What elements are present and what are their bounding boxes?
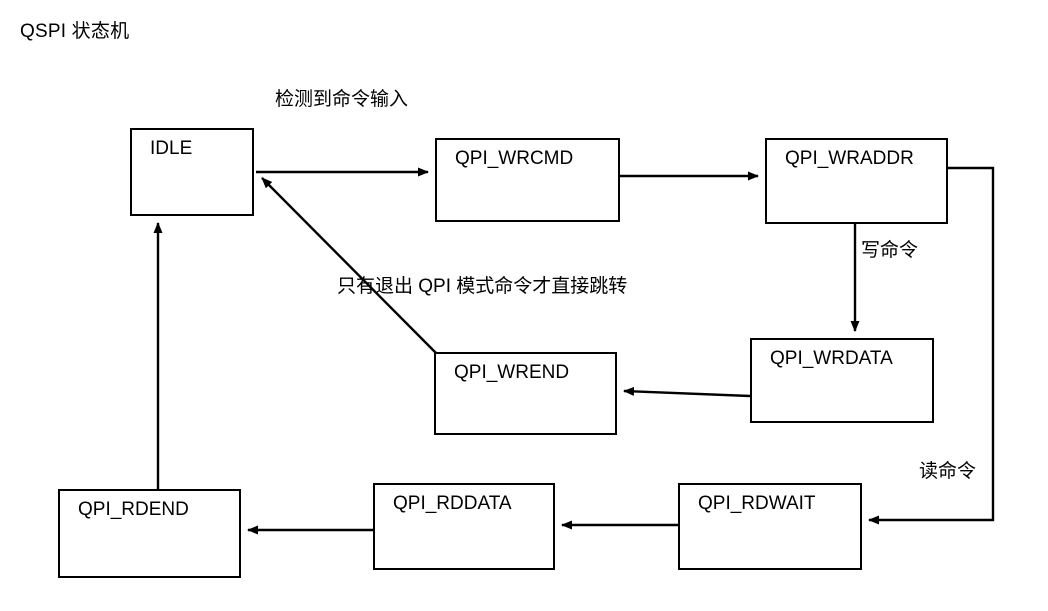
state-box-qpi-wrcmd[interactable]: QPI_WRCMD bbox=[435, 138, 620, 222]
state-label-qpi-wrend: QPI_WREND bbox=[454, 362, 570, 383]
state-box-qpi-rdend[interactable]: QPI_RDEND bbox=[58, 489, 241, 578]
state-label-qpi-wraddr: QPI_WRADDR bbox=[785, 148, 914, 169]
edge-label-detect-command-input: 检测到命令输入 bbox=[275, 89, 409, 110]
state-label-qpi-rddata: QPI_RDDATA bbox=[393, 493, 512, 514]
state-box-qpi-wrdata[interactable]: QPI_WRDATA bbox=[750, 338, 934, 423]
state-box-qpi-rdwait[interactable]: QPI_RDWAIT bbox=[678, 483, 862, 570]
edge-label-exit-qpi-note: 只有退出 QPI 模式命令才直接跳转 bbox=[337, 276, 628, 297]
edge-label-write-command: 写命令 bbox=[861, 240, 919, 261]
state-label-qpi-wrdata: QPI_WRDATA bbox=[770, 348, 893, 369]
state-label-qpi-rdend: QPI_RDEND bbox=[78, 499, 189, 520]
state-label-qpi-wrcmd: QPI_WRCMD bbox=[455, 148, 574, 169]
edge-label-read-command: 读命令 bbox=[919, 461, 977, 482]
state-box-qpi-rddata[interactable]: QPI_RDDATA bbox=[373, 483, 555, 570]
state-box-qpi-wraddr[interactable]: QPI_WRADDR bbox=[765, 138, 948, 224]
transition-wrdata-to-wrend bbox=[623, 386, 751, 398]
page-title: QSPI 状态机 bbox=[20, 21, 130, 42]
state-box-idle[interactable]: IDLE bbox=[130, 128, 254, 216]
state-box-qpi-wrend[interactable]: QPI_WREND bbox=[434, 352, 617, 435]
state-label-qpi-rdwait: QPI_RDWAIT bbox=[698, 493, 816, 514]
state-label-idle: IDLE bbox=[150, 138, 193, 159]
transition-wrend-to-idle bbox=[261, 177, 437, 354]
